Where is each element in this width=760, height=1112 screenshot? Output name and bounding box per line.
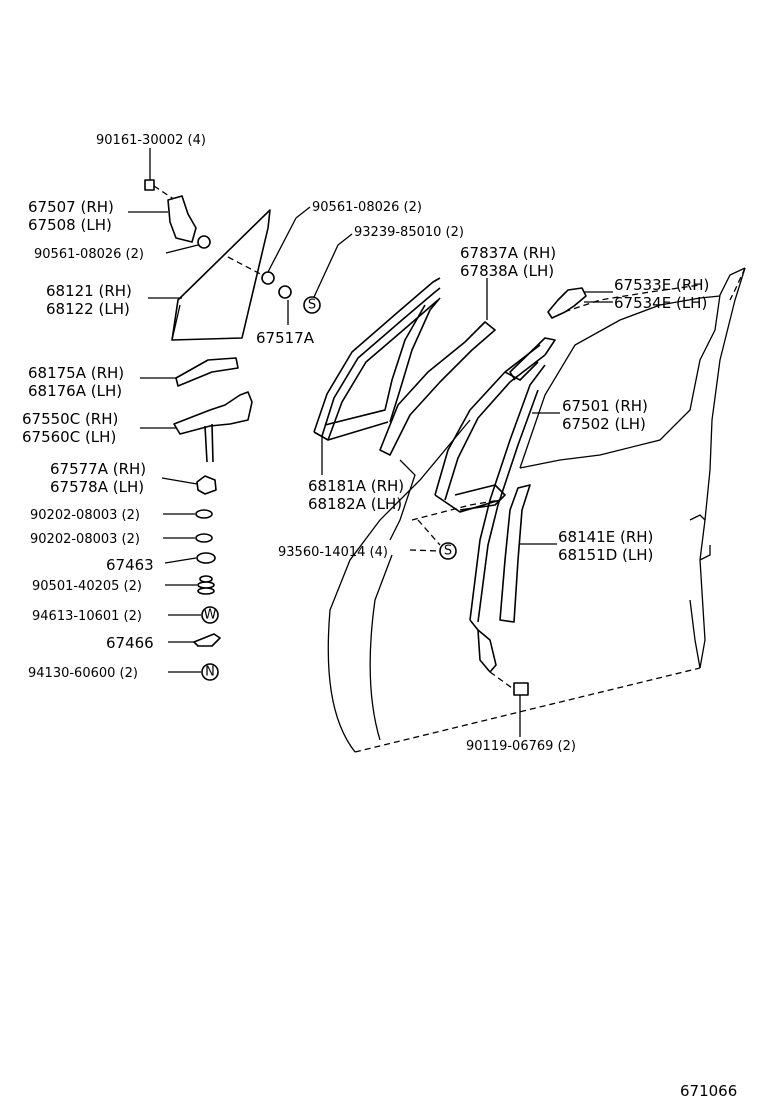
label-93560: 93560-14014 (4) <box>278 545 388 560</box>
clip-67577A-icon <box>196 475 217 495</box>
symbol-n: N <box>201 663 219 681</box>
bracket-67550C-icon <box>173 391 253 435</box>
label-67578A-lh: 67578A (LH) <box>50 478 144 496</box>
nut-90561-icon <box>197 235 211 249</box>
label-68122-lh: 68122 (LH) <box>46 300 130 318</box>
label-68121-rh: 68121 (RH) <box>46 282 132 300</box>
svg-text:S: S <box>308 298 316 313</box>
bracket-67507-icon <box>167 195 197 243</box>
spring-90501-icon <box>197 575 215 595</box>
symbol-w: W <box>201 606 219 624</box>
label-68175A-rh: 68175A (RH) <box>28 364 124 382</box>
label-67577A-rh: 67577A (RH) <box>50 460 146 478</box>
label-67508-lh: 67508 (LH) <box>28 216 112 234</box>
svg-text:N: N <box>205 665 215 680</box>
label-67533E-rh: 67533E (RH) <box>614 276 709 294</box>
label-68141E-rh: 68141E (RH) <box>558 528 653 546</box>
label-67466: 67466 <box>106 634 154 652</box>
door-frame-67501 <box>434 337 556 673</box>
pad-67463-icon <box>196 552 216 564</box>
label-68151D-lh: 68151D (LH) <box>558 546 653 564</box>
label-90561-top: 90561-08026 (2) <box>312 200 422 215</box>
washer-90202-b-icon <box>195 533 213 543</box>
label-93239: 93239-85010 (2) <box>354 225 464 240</box>
bolt-90119-icon <box>489 671 529 696</box>
label-67560C-lh: 67560C (LH) <box>22 428 116 446</box>
label-67837A-rh: 67837A (RH) <box>460 244 556 262</box>
stud-icon <box>204 425 208 463</box>
washer-90202-a-icon <box>195 509 213 519</box>
label-68176A-lh: 68176A (LH) <box>28 382 122 400</box>
label-67507-rh: 67507 (RH) <box>28 198 114 216</box>
grommet-67517A-icon <box>278 285 292 299</box>
label-67534E-lh: 67534E (LH) <box>614 294 707 312</box>
run-channel-68181A <box>313 277 441 441</box>
sheet-number: 671066 <box>680 1082 737 1100</box>
label-94613: 94613-10601 (2) <box>32 609 142 624</box>
label-90119: 90119-06769 (2) <box>466 739 576 754</box>
quarter-glass <box>171 209 271 341</box>
label-67463: 67463 <box>106 556 154 574</box>
weatherstrip-67837A <box>379 321 496 456</box>
label-90561-left: 90561-08026 (2) <box>34 247 144 262</box>
label-68182A-lh: 68182A (LH) <box>308 495 402 513</box>
label-67517A: 67517A <box>256 329 315 347</box>
symbol-s-upper: S <box>303 296 321 314</box>
label-67838A-lh: 67838A (LH) <box>460 262 554 280</box>
label-67501-rh: 67501 (RH) <box>562 397 648 415</box>
label-67550C-rh: 67550C (RH) <box>22 410 118 428</box>
bracket-67533E-icon <box>547 287 587 319</box>
symbol-s-lower: S <box>439 542 457 560</box>
svg-text:S: S <box>444 544 452 559</box>
svg-text:W: W <box>204 608 217 623</box>
label-90202-b: 90202-08003 (2) <box>30 532 140 547</box>
label-90501: 90501-40205 (2) <box>32 579 142 594</box>
bolt-90161-icon <box>144 179 176 201</box>
label-68181A-rh: 68181A (RH) <box>308 477 404 495</box>
bracket-68175A-icon <box>175 357 239 387</box>
nut-90561-top-icon <box>261 271 275 285</box>
leader-lines <box>128 148 613 737</box>
glass-run-68141E <box>499 484 531 623</box>
label-94130: 94130-60600 (2) <box>28 666 138 681</box>
label-90202-a: 90202-08003 (2) <box>30 508 140 523</box>
label-90161-30002: 90161-30002 (4) <box>96 133 206 148</box>
clip-67466-icon <box>193 633 221 647</box>
label-67502-lh: 67502 (LH) <box>562 415 646 433</box>
